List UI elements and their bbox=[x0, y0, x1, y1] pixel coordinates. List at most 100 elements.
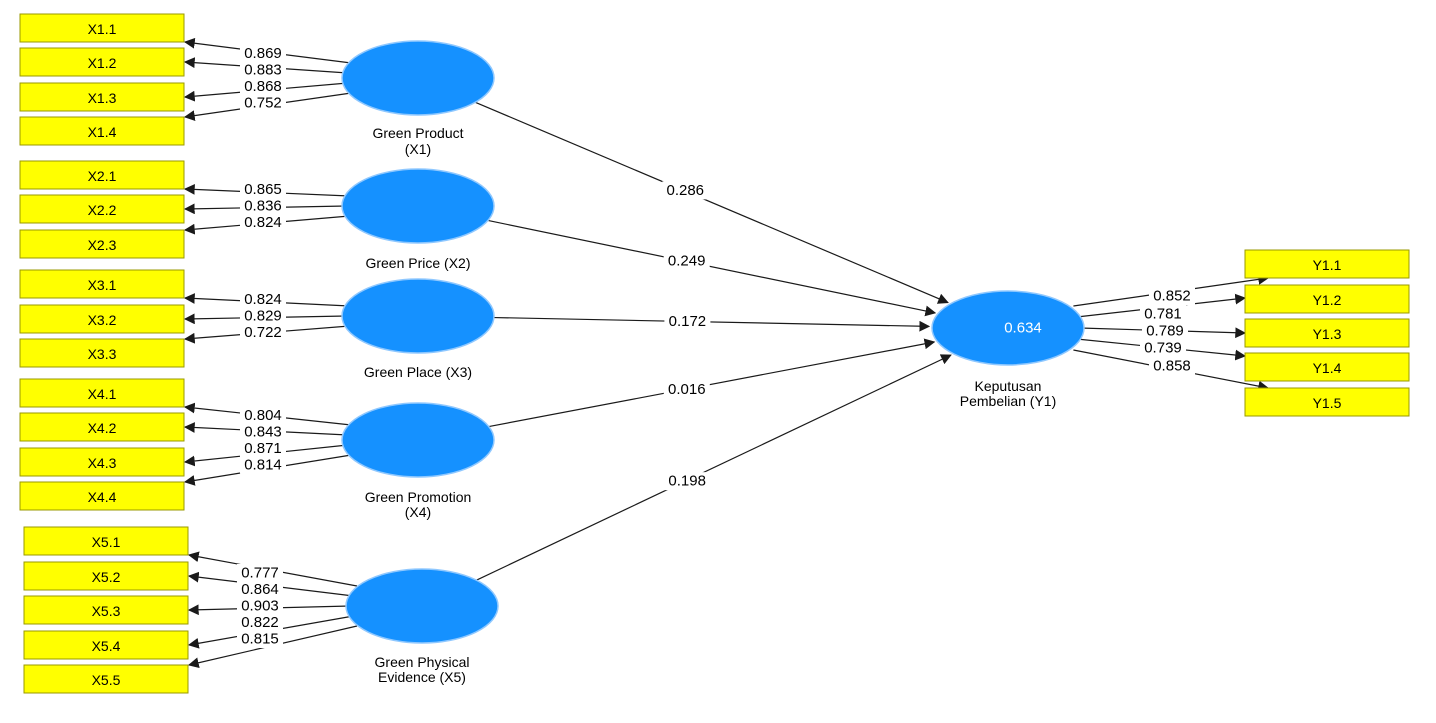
indicator-y1-3[interactable]: Y1.3 bbox=[1244, 318, 1410, 348]
loading-label-bg bbox=[240, 455, 286, 474]
indicator-box bbox=[19, 481, 185, 511]
indicator-x5-3[interactable]: X5.3 bbox=[23, 595, 189, 625]
indicator-x4-1[interactable]: X4.1 bbox=[19, 378, 185, 408]
indicator-x5-4[interactable]: X5.4 bbox=[23, 630, 189, 660]
indicator-box bbox=[1244, 284, 1410, 314]
indicator-x1-1[interactable]: X1.1 bbox=[19, 13, 185, 43]
path-coefficient-x5-bg bbox=[664, 472, 711, 491]
latent-x1[interactable]: Green Product(X1) bbox=[341, 40, 495, 157]
latent-x3[interactable]: Green Place (X3) bbox=[341, 278, 495, 380]
indicator-x3-1[interactable]: X3.1 bbox=[19, 269, 185, 299]
indicator-label: X3.3 bbox=[88, 346, 117, 362]
indicator-x4-2[interactable]: X4.2 bbox=[19, 412, 185, 442]
loading-label-bg bbox=[240, 180, 286, 199]
indicator-label: X2.3 bbox=[88, 237, 117, 253]
indicator-x4-4[interactable]: X4.4 bbox=[19, 481, 185, 511]
indicator-y1-4[interactable]: Y1.4 bbox=[1244, 352, 1410, 382]
loading-label-group: 0.815 bbox=[237, 630, 283, 648]
indicator-x5-5[interactable]: X5.5 bbox=[23, 664, 189, 694]
loading-label-bg bbox=[240, 290, 286, 309]
indicator-box bbox=[23, 561, 189, 591]
indicator-label: X3.2 bbox=[88, 312, 117, 328]
loading-label-bg bbox=[237, 630, 283, 648]
loading-label-group: 0.752 bbox=[240, 93, 286, 112]
latent-label: Keputusan bbox=[975, 378, 1042, 394]
loading-label-group: 0.804 bbox=[240, 406, 286, 425]
loading-label: 0.829 bbox=[244, 308, 282, 325]
loading-label: 0.752 bbox=[244, 94, 282, 111]
indicator-label: X1.3 bbox=[88, 90, 117, 106]
path-coefficient-x4-bg bbox=[663, 380, 710, 399]
indicator-x5-2[interactable]: X5.2 bbox=[23, 561, 189, 591]
loading-label-bg bbox=[240, 77, 286, 96]
path-coefficient-x4: 0.016 bbox=[668, 381, 706, 398]
latent-x2[interactable]: Green Price (X2) bbox=[341, 168, 495, 271]
path-arrow-x2 bbox=[487, 219, 937, 317]
indicator-x2-1[interactable]: X2.1 bbox=[19, 160, 185, 190]
latent-label: Green Price (X2) bbox=[365, 255, 470, 271]
loading-label: 0.858 bbox=[1153, 358, 1191, 375]
indicator-x3-2[interactable]: X3.2 bbox=[19, 304, 185, 334]
indicator-box bbox=[1244, 387, 1410, 417]
loading-label: 0.739 bbox=[1144, 340, 1182, 357]
loading-label-group: 0.722 bbox=[240, 323, 286, 342]
latent-label: (X1) bbox=[405, 141, 431, 157]
indicator-box bbox=[19, 13, 185, 43]
loading-label-bg bbox=[240, 406, 286, 425]
indicator-x4-3[interactable]: X4.3 bbox=[19, 447, 185, 477]
indicator-box bbox=[19, 82, 185, 112]
indicator-label: Y1.4 bbox=[1313, 360, 1342, 376]
indicator-label: X2.1 bbox=[88, 168, 117, 184]
indicator-x3-3[interactable]: X3.3 bbox=[19, 338, 185, 368]
indicator-x1-3[interactable]: X1.3 bbox=[19, 82, 185, 112]
indicator-y1-5[interactable]: Y1.5 bbox=[1244, 387, 1410, 417]
indicator-label: X4.1 bbox=[88, 386, 117, 402]
loading-label-group: 0.864 bbox=[237, 580, 283, 599]
indicator-box bbox=[23, 630, 189, 660]
latent-x4[interactable]: Green Promotion(X4) bbox=[341, 402, 495, 520]
loading-label: 0.852 bbox=[1153, 288, 1191, 305]
loading-label-group: 0.871 bbox=[240, 439, 286, 458]
indicator-box bbox=[1244, 352, 1410, 382]
indicator-label: X5.4 bbox=[92, 638, 121, 654]
indicator-y1-2[interactable]: Y1.2 bbox=[1244, 284, 1410, 314]
loading-label-bg bbox=[240, 422, 286, 441]
loading-label: 0.843 bbox=[244, 423, 282, 440]
indicator-x2-2[interactable]: X2.2 bbox=[19, 194, 185, 224]
loading-label-bg bbox=[240, 213, 286, 232]
path-coefficient-x1: 0.286 bbox=[666, 182, 704, 199]
indicator-label: Y1.3 bbox=[1313, 326, 1342, 342]
indicator-label: Y1.1 bbox=[1313, 257, 1342, 273]
indicator-y1-1[interactable]: Y1.1 bbox=[1244, 249, 1410, 279]
latent-label: Evidence (X5) bbox=[378, 669, 466, 685]
loading-label-group: 0.836 bbox=[240, 197, 286, 215]
loading-label-group: 0.883 bbox=[240, 60, 286, 79]
loading-label-bg bbox=[237, 597, 283, 615]
indicator-label: X5.1 bbox=[92, 534, 121, 550]
path-arrow-x4 bbox=[488, 338, 936, 428]
r-squared-value: 0.634 bbox=[1004, 320, 1042, 337]
path-coefficient-x4-group: 0.016 bbox=[663, 380, 710, 399]
indicator-x1-2[interactable]: X1.2 bbox=[19, 47, 185, 77]
indicator-box bbox=[1244, 318, 1410, 348]
loading-label-bg bbox=[1149, 287, 1195, 305]
loading-label-bg bbox=[1149, 357, 1195, 375]
loading-label-group: 0.869 bbox=[240, 44, 286, 63]
path-coefficient-x2: 0.249 bbox=[668, 253, 706, 270]
indicator-label: X1.4 bbox=[88, 124, 117, 140]
indicator-x5-1[interactable]: X5.1 bbox=[23, 526, 189, 556]
loading-label: 0.781 bbox=[1144, 306, 1182, 323]
path-coefficient-x3-group: 0.172 bbox=[664, 312, 711, 331]
loading-label-bg bbox=[240, 93, 286, 112]
latent-label: (X4) bbox=[405, 504, 431, 520]
indicator-box bbox=[19, 304, 185, 334]
indicator-x1-4[interactable]: X1.4 bbox=[19, 116, 185, 146]
loading-label: 0.777 bbox=[241, 565, 279, 582]
latent-label: Green Product bbox=[372, 125, 463, 141]
edge-labels-layer: 0.8690.8830.8680.7520.2860.8650.8360.824… bbox=[237, 44, 1195, 648]
indicator-x2-3[interactable]: X2.3 bbox=[19, 229, 185, 259]
latent-label: Green Promotion bbox=[365, 489, 472, 505]
loading-label: 0.822 bbox=[241, 614, 279, 631]
